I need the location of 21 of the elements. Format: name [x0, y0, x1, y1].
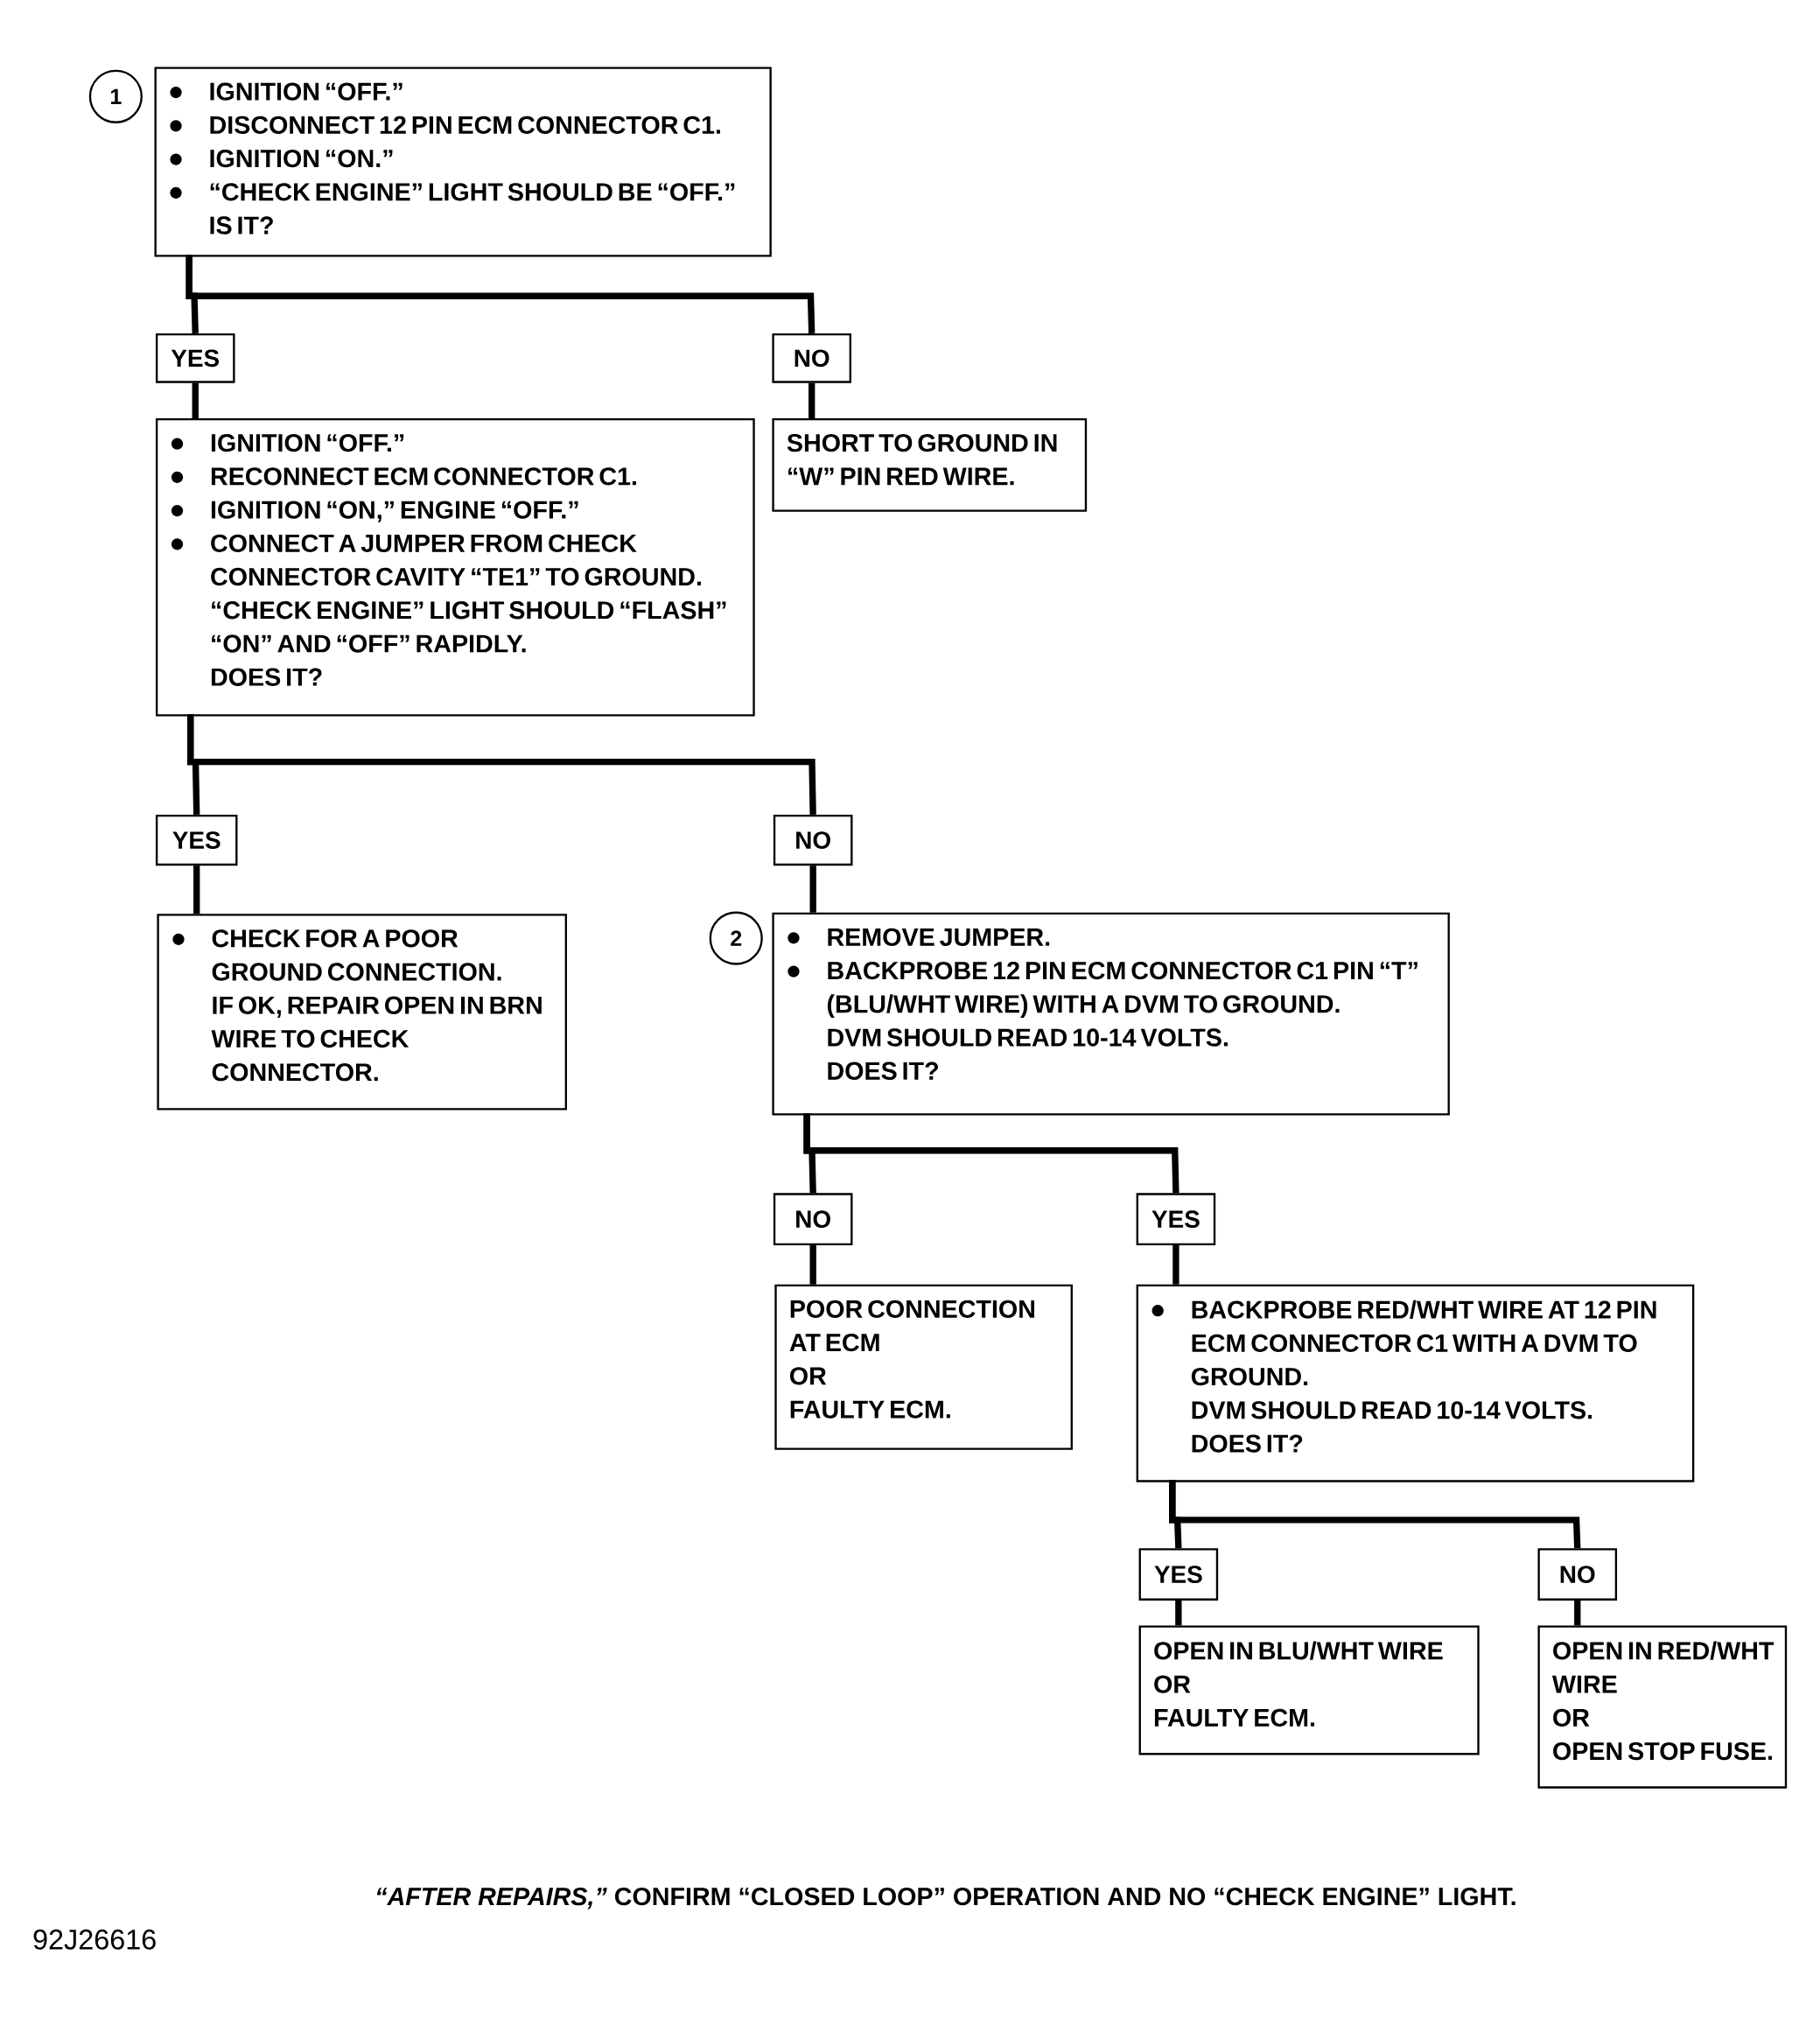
- process-box: IGNITION “OFF.” RECONNECT ECM CONNECTOR C1. IGNITION “ON,” ENGINE “OFF.” CONNECT A JUMPER FROM CHECK CONNECTOR CAVITY “TE1” TO GROUND. “CHECK ENGINE” LIGHT SHOULD “FLASH” “ON” AND “OFF” RAPIDLY. DOES IT?: [156, 417, 755, 717]
- process-box: CHECK FOR A POOR GROUND CONNECTION. IF OK, REPAIR OPEN IN BRN WIRE TO CHECK CONNECTOR.: [157, 914, 568, 1111]
- process-box: OPEN IN BLU/WHT WIRE OR FAULTY ECM.: [1138, 1625, 1480, 1755]
- answer-box: YES: [1138, 1548, 1219, 1601]
- process-box: OPEN IN RED/WHT WIRE OR OPEN STOP FUSE.: [1537, 1625, 1788, 1789]
- process-box: POOR CONNECTION AT ECM OR FAULTY ECM.: [774, 1284, 1074, 1450]
- process-box: BACKPROBE RED/WHT WIRE AT 12 PIN ECM CONNECTOR C1 WITH A DVM TO GROUND. DVM SHOULD READ 10-14 VOLTS. DOES IT?: [1136, 1284, 1695, 1482]
- answer-box: YES: [156, 333, 235, 383]
- answer-box: YES: [156, 814, 238, 866]
- process-box: IGNITION “OFF.” DISCONNECT 12 PIN ECM CONNECTOR C1. IGNITION “ON.” “CHECK ENGINE” LIGHT SHOULD BE “OFF.” IS IT?: [154, 67, 773, 257]
- figure-code: 92J26616: [33, 1929, 156, 1950]
- footnote: “AFTER REPAIRS,” CONFIRM “CLOSED LOOP” OPERATION AND NO “CHECK ENGINE” LIGHT.: [377, 1888, 1516, 1909]
- callout-number: 1: [89, 69, 144, 123]
- callout-number: 2: [709, 911, 764, 965]
- answer-box: NO: [772, 333, 852, 383]
- answer-box: NO: [774, 814, 853, 866]
- process-box: SHORT TO GROUND IN “W” PIN RED WIRE.: [772, 417, 1088, 512]
- answer-box: NO: [1537, 1548, 1618, 1601]
- process-box: REMOVE JUMPER. BACKPROBE 12 PIN ECM CONNECTOR C1 PIN “T” (BLU/WHT WIRE) WITH A DVM TO GROUND. DVM SHOULD READ 10-14 VOLTS. DOES IT?: [772, 912, 1451, 1116]
- answer-box: NO: [774, 1193, 853, 1246]
- answer-box: YES: [1136, 1193, 1216, 1246]
